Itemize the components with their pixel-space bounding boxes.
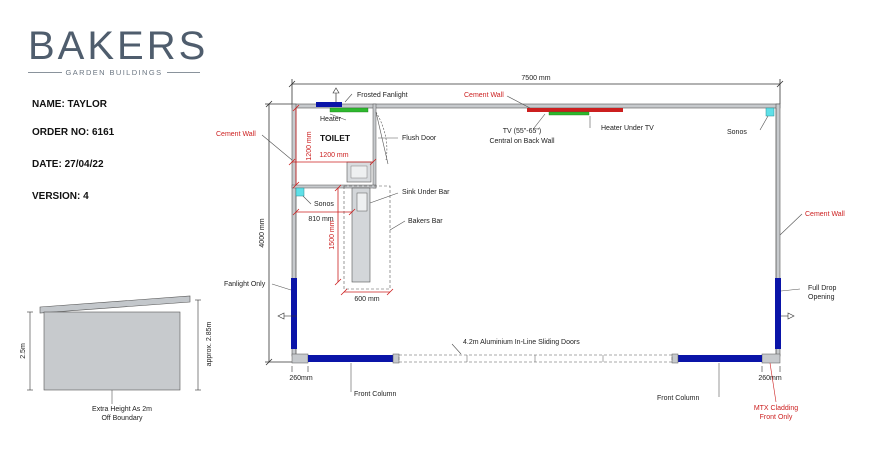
depth-dimension (265, 100, 292, 366)
side-arrows (277, 312, 795, 320)
mtx-cladding-label-2: Front Only (760, 414, 793, 421)
sonos-right (765, 107, 775, 117)
sink-under-bar-label: Sink Under Bar (402, 189, 450, 196)
extra-height-label: Extra Height As 2m (92, 406, 152, 413)
toilet-heater (329, 107, 369, 113)
order-date: DATE: 27/04/22 (32, 159, 104, 170)
heater-label: Heater (320, 116, 342, 123)
left-column-dimension: 260mm (289, 375, 313, 382)
full-drop-opening (775, 278, 781, 349)
toilet-depth-label: 1200 mm (306, 131, 313, 160)
elevation-approx-label: approx. 2.85m (206, 321, 213, 366)
toilet-side-wall (372, 103, 377, 189)
elevation-wall (43, 311, 181, 391)
bar-length-label: 1500 mm (329, 220, 336, 249)
bar-width-label: 600 mm (354, 296, 379, 303)
toilet-front-wall (291, 184, 377, 189)
toilet-width-label: 1200 mm (319, 152, 348, 159)
tv-note-label: Central on Back Wall (489, 138, 555, 145)
frosted-fanlight (316, 102, 342, 107)
sliding-doors-label: 4.2m Aluminium In-Line Sliding Doors (463, 339, 580, 346)
depth-label: 4000 mm (259, 218, 266, 247)
right-corner-column (761, 353, 781, 364)
front-column-left-label: Front Column (354, 391, 397, 398)
sliding-doors (398, 354, 673, 363)
bakers-bar (351, 187, 371, 283)
red-dimension-lines (288, 104, 394, 296)
brand-name: BAKERS (28, 24, 209, 68)
tv (527, 108, 623, 112)
brand-logo: BAKERS GARDEN BUILDINGS (28, 24, 209, 77)
front-elevation-plan (291, 353, 781, 364)
right-column-dimension: 260mm (758, 375, 782, 382)
tagline-rule-left (28, 72, 62, 73)
fanlight-only-label: Fanlight Only (224, 281, 266, 288)
order-number: ORDER NO: 6161 (32, 127, 115, 138)
back-wall (291, 103, 781, 109)
full-drop-label-2: Opening (808, 294, 835, 301)
toilet-label: TOILET (320, 133, 351, 143)
sonos-left (295, 187, 305, 197)
tv-label: TV (55"-65") (503, 128, 541, 135)
bar-sink (356, 192, 368, 212)
tagline-rule-right (166, 72, 200, 73)
heater-under-tv-label: Heater Under TV (601, 125, 654, 132)
frosted-fanlight-label: Frosted Fanlight (357, 92, 408, 99)
elevation-height-label: 2.5m (20, 343, 27, 359)
cement-wall-right-label: Cement Wall (805, 211, 845, 218)
flush-door-label: Flush Door (402, 135, 437, 142)
left-corner-column (291, 353, 309, 364)
toilet-room (291, 103, 377, 189)
fanlight-arrow (332, 87, 340, 102)
heater-under-tv (548, 111, 590, 116)
cement-wall-left-label: Cement Wall (216, 131, 256, 138)
sink-offset-label: 810 mm (308, 216, 333, 223)
side-elevation: 2.5m approx. 2.85m Extra Height As 2m Of… (20, 295, 213, 422)
brand-tagline: GARDEN BUILDINGS (65, 68, 163, 77)
bar-outline (343, 185, 391, 290)
extra-height-label-2: Off Boundary (101, 415, 143, 422)
fanlight-only-opening (291, 278, 297, 349)
bakers-bar-label: Bakers Bar (408, 218, 443, 225)
full-drop-label: Full Drop (808, 285, 837, 292)
leader-lines (261, 93, 803, 403)
customer-name: NAME: TAYLOR (32, 99, 107, 110)
mtx-cladding-label: MTX Cladding (754, 405, 798, 412)
elevation-roof (39, 295, 191, 314)
front-panel-left (308, 355, 393, 362)
front-panel-right (678, 355, 762, 362)
front-column-right-label: Front Column (657, 395, 700, 402)
brand-tagline-row: GARDEN BUILDINGS (28, 68, 200, 77)
width-dimension (288, 79, 784, 104)
cement-wall-top-label: Cement Wall (464, 92, 504, 99)
sonos-left-label: Sonos (314, 201, 334, 208)
drawing-version: VERSION: 4 (32, 191, 89, 202)
width-label: 7500 mm (521, 75, 550, 82)
sonos-right-label: Sonos (727, 129, 747, 136)
